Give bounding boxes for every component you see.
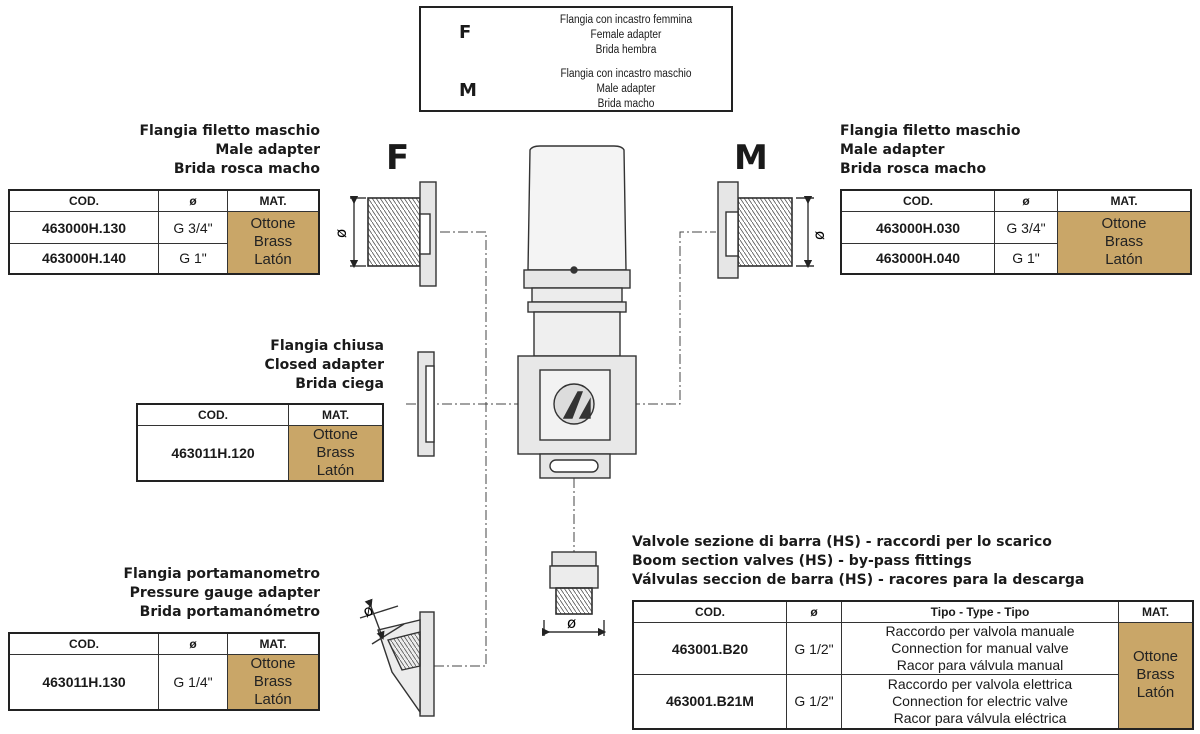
legend-m-text: Flangia con incastro maschio Male adapte… <box>560 68 692 110</box>
bypass-fitting-drawing <box>541 551 607 637</box>
right-big-letter: M <box>734 138 768 178</box>
left-top-heading: Flangia filetto maschio Male adapter Bri… <box>139 123 320 177</box>
closed-heading: Flangia chiusa Closed adapter Brida cieg… <box>264 338 384 392</box>
f-male-adapter-drawing <box>349 181 437 287</box>
diameter-label: ø <box>810 231 828 240</box>
legend-f-text: Flangia con incastro femmina Female adap… <box>559 14 693 56</box>
valve-body-drawing <box>517 145 637 479</box>
left-big-letter: F <box>386 138 410 178</box>
legend-f-letter: F <box>459 22 472 43</box>
closed-adapter-drawing <box>417 351 435 457</box>
diameter-label: ø <box>567 614 576 632</box>
gauge-heading: Flangia portamanometro Pressure gauge ad… <box>123 566 320 620</box>
bypass-heading: Valvole sezione di barra (HS) - raccordi… <box>632 534 1085 588</box>
diameter-label: ø <box>332 229 350 238</box>
legend-box: F Flangia con incastro femmina Female ad… <box>419 6 733 112</box>
table-row: 463000H.040 G 1" <box>840 243 1191 274</box>
table-row: 463001.B21M G 1/2" Raccordo per valvola … <box>632 674 1193 729</box>
right-top-heading: Flangia filetto maschio Male adapter Bri… <box>840 123 1021 177</box>
gauge-adapter-drawing <box>359 598 435 717</box>
m-male-adapter-drawing <box>717 181 814 279</box>
legend-m-letter: M <box>459 80 477 101</box>
bypass-table: COD. ø Tipo - Type - Tipo MAT. 463001.B2… <box>632 600 1194 730</box>
table-row: 463001.B20 G 1/2" Raccordo per valvola m… <box>632 622 1194 729</box>
table-row: 463000H.140 G 1" <box>8 243 319 274</box>
